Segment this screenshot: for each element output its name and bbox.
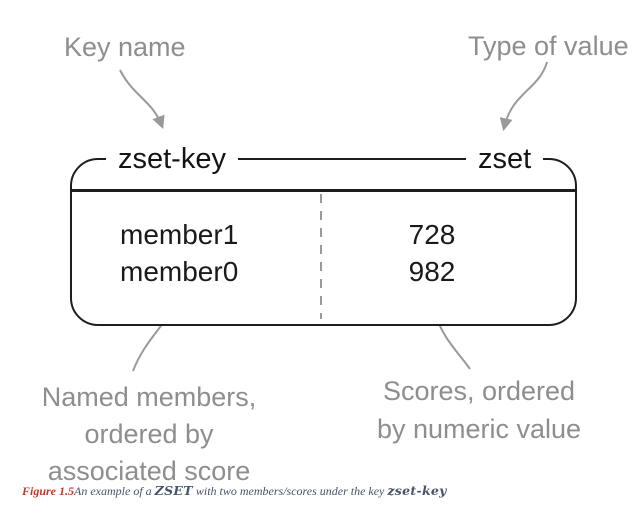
score-cell: 728 bbox=[408, 219, 456, 250]
key-name-label: Key name bbox=[64, 32, 186, 62]
scores-note-line: by numeric value bbox=[376, 414, 582, 444]
member-cell: member0 bbox=[120, 256, 239, 287]
column-divider-dashed bbox=[320, 194, 322, 319]
members-note-line: associated score bbox=[47, 456, 251, 486]
zset-key-name: zset-key bbox=[106, 141, 238, 177]
figure-caption: Figure 1.5An example of a ZSET with two … bbox=[22, 483, 447, 499]
figure-number: Figure 1.5 bbox=[22, 484, 75, 498]
member-cell: member1 bbox=[120, 219, 239, 250]
caption-text: An example of a bbox=[74, 484, 155, 498]
score-cell: 982 bbox=[408, 256, 456, 287]
zset-box: zset-key zset member1 728 member0 982 bbox=[70, 141, 577, 326]
members-note-line: Named members, bbox=[41, 382, 257, 412]
zset-type-label: zset bbox=[466, 141, 544, 177]
caption-key-term: zset-key bbox=[387, 483, 447, 498]
curved-arrow-key-name-icon bbox=[119, 69, 165, 130]
caption-zset-term: ZSET bbox=[154, 483, 193, 498]
header-divider bbox=[71, 189, 576, 192]
type-of-value-label: Type of value bbox=[468, 31, 629, 61]
members-note: Named members, ordered by associated sco… bbox=[8, 379, 290, 490]
members-note-line: ordered by bbox=[84, 419, 214, 449]
caption-text: with two members/scores under the key bbox=[192, 484, 388, 498]
curved-arrow-type-of-value-icon bbox=[499, 61, 548, 132]
scores-note-line: Scores, ordered bbox=[382, 376, 576, 406]
scores-note: Scores, ordered by numeric value bbox=[366, 372, 592, 448]
